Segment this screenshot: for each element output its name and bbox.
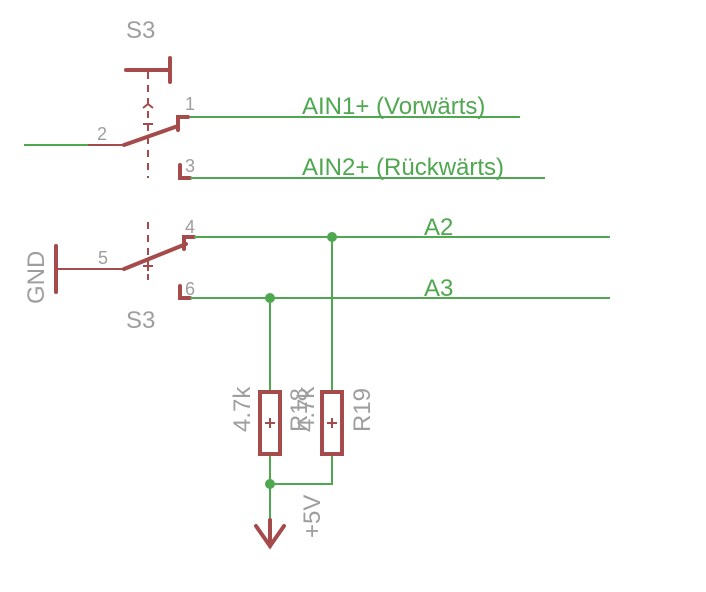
r19-name-label: R19: [349, 388, 376, 432]
pin-label-1: 1: [185, 94, 195, 114]
pin-label-3: 3: [185, 156, 195, 176]
switch-arrow-icon: [142, 102, 154, 109]
wire-r19-bottom: [270, 454, 333, 485]
pin-label-4: 4: [185, 217, 195, 237]
junction-a3: [265, 293, 275, 303]
pin-label-5: 5: [98, 248, 108, 268]
net-label-ain2: AIN2+ (Rückwärts): [302, 154, 504, 181]
contact-6: [178, 284, 192, 300]
resistor-r19-body: [320, 390, 344, 456]
switch-top-lever: [122, 124, 180, 147]
junction-vcc: [265, 479, 275, 489]
switch-top: [88, 56, 192, 180]
net-label-ain1: AIN1+ (Vorwärts): [302, 93, 485, 120]
switch-bottom-lever: [122, 242, 188, 271]
resistor-r18-body: [258, 390, 282, 456]
contact-3: [178, 163, 192, 180]
resistor-r18: [258, 390, 282, 456]
pin-label-2: 2: [97, 124, 107, 144]
switch-bottom: [54, 222, 196, 300]
junction-a2: [327, 232, 337, 242]
net-label-a2: A2: [424, 214, 453, 241]
switch-name-bottom: S3: [126, 307, 155, 334]
pin-label-6: 6: [185, 279, 195, 299]
net-label-a3: A3: [424, 275, 453, 302]
r18-value-label: 4.7k: [229, 386, 256, 432]
vcc-label: +5V: [299, 495, 326, 538]
wires: [24, 116, 610, 520]
r18-name-label: R18: [286, 388, 313, 432]
contact-1: [176, 115, 190, 132]
resistor-r19: [320, 390, 344, 456]
gnd-label: GND: [23, 251, 50, 304]
contact-4: [182, 235, 196, 251]
switch-name-top: S3: [126, 17, 155, 44]
r19-value-label: 4.7k: [293, 386, 320, 432]
